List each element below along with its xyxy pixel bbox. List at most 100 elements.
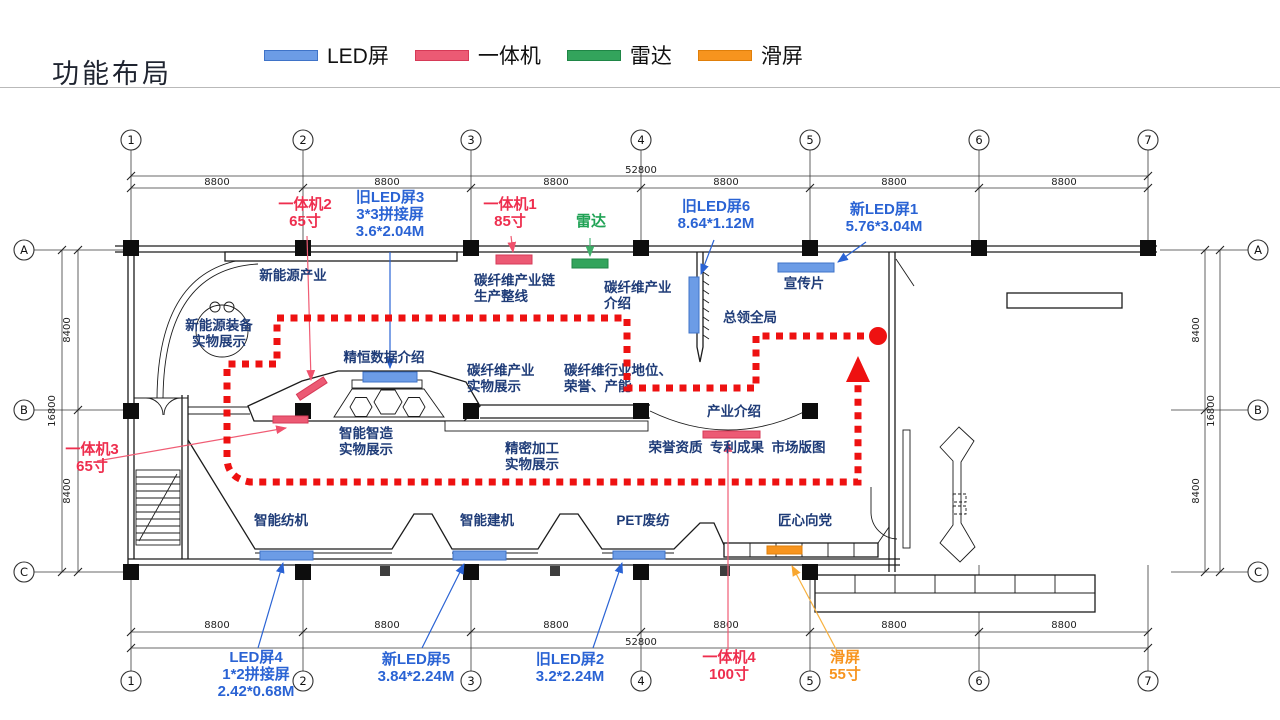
zone-carbon-fiber-status: 碳纤维行业地位、荣誉、产能	[564, 363, 672, 394]
jingheng-led-screen-bar	[362, 371, 418, 383]
grid-row-bubble: A	[1254, 243, 1262, 257]
stair-treads	[136, 473, 180, 542]
grid-col-bubble: 6	[975, 674, 982, 688]
reception-detail	[952, 493, 967, 503]
old-led2-screen-bar	[612, 550, 666, 560]
dim-label: 8800	[1051, 620, 1076, 631]
new-led1-screen-bar	[777, 262, 835, 273]
zone-new-energy: 新能源产业	[259, 268, 327, 283]
round-display-detail	[209, 301, 221, 313]
zone-overview: 总领全局	[723, 310, 777, 325]
led-swatch-icon	[264, 49, 318, 61]
dim-label-side: 8400	[62, 478, 73, 503]
grid-col-bubble: 6	[975, 133, 982, 147]
partition-hatches	[702, 271, 710, 340]
grid-col-bubble: 4	[637, 133, 644, 147]
zone-carbon-fiber-intro: 碳纤维产业介绍	[604, 280, 672, 311]
legend-label: 雷达	[629, 45, 672, 68]
corner-diagonal	[895, 258, 915, 287]
dimension-ticks	[57, 171, 1225, 653]
zone-smart-construction: 智能建机	[460, 513, 514, 528]
grid-col-bubble: 7	[1144, 674, 1151, 688]
new-led5-screen-bar	[452, 550, 507, 561]
page-title: 功能布局	[52, 59, 172, 89]
precision-counter	[444, 420, 649, 432]
one-machine4-bar	[702, 430, 761, 439]
outside-sign-board	[1006, 292, 1123, 309]
dim-label: 8800	[204, 177, 229, 188]
new-led1-leader	[837, 241, 867, 263]
old-led2-leader	[592, 561, 623, 649]
entrance-vestibule	[814, 574, 1096, 613]
zone-smart-textile: 智能纺机	[254, 513, 308, 528]
row-b-wall	[480, 404, 650, 419]
reception-desk	[939, 426, 976, 563]
stair-shaft-wall	[181, 395, 189, 559]
old-led6-screen-bar	[688, 276, 700, 334]
grid-col-bubble: 5	[806, 133, 813, 147]
row-b-left-wall	[188, 406, 250, 415]
radar-swatch-icon	[566, 49, 621, 61]
slide-leader	[791, 565, 838, 652]
dim-label: 8800	[543, 620, 568, 631]
right-screen-wall	[902, 429, 911, 549]
dim-label-side-total: 16800	[47, 395, 58, 427]
round-display-detail	[223, 301, 235, 313]
one-machine1-leader	[507, 235, 517, 254]
legend-item-one: 一体机	[414, 40, 541, 70]
zone-carbon-fiber-real: 碳纤维产业实物展示	[467, 363, 535, 394]
zone-jingheng-data: 精恒数据介绍	[343, 350, 425, 365]
legend-item-slide: 滑屏	[697, 40, 803, 70]
dim-label: 8800	[1051, 177, 1076, 188]
grid-row-bubble: B	[1254, 403, 1262, 417]
dimension-lines	[61, 175, 1221, 649]
zone-new-energy-equipment: 新能源装备实物展示	[185, 318, 253, 349]
grid-row-bubble: C	[1254, 565, 1262, 579]
grid-col-bubble: 1	[127, 133, 134, 147]
dim-label: 8800	[204, 620, 229, 631]
grid-col-bubble: 7	[1144, 133, 1151, 147]
led4-screen-bar	[259, 550, 314, 561]
display-bays-wall	[187, 439, 725, 550]
zone-smart-manufacturing: 智能智造实物展示	[339, 426, 393, 457]
dim-label-side: 8400	[62, 317, 73, 342]
legend-label: 一体机	[477, 45, 541, 68]
double-door	[134, 397, 188, 416]
led4-leader	[257, 561, 285, 649]
one-machine-swatch-icon	[414, 49, 469, 61]
grid-col-bubble: 4	[637, 674, 644, 688]
slide-screen-swatch-icon	[697, 49, 752, 61]
old-led6-leader	[700, 239, 715, 276]
zone-carbon-fiber-chain: 碳纤维产业链生产整线	[474, 273, 555, 304]
dim-label: 8800	[543, 177, 568, 188]
legend-item-radar: 雷达	[566, 40, 672, 70]
dim-label: 8800	[881, 620, 906, 631]
dim-label-side: 8400	[1191, 478, 1202, 503]
vestibule-cells	[815, 575, 1095, 594]
legend-label: LED屏	[327, 45, 389, 68]
top-display-counter	[224, 251, 458, 262]
grid-row-bubble: C	[20, 565, 28, 579]
dim-label-side-total: 16800	[1206, 395, 1217, 427]
grid-col-bubble: 2	[299, 674, 306, 688]
dim-label: 8800	[713, 177, 738, 188]
legend-label: 滑屏	[760, 45, 803, 68]
zone-industry-intro: 产业介绍	[707, 404, 761, 419]
title-underline	[0, 87, 1280, 88]
grid-col-bubble: 1	[127, 674, 134, 688]
radar-bar	[571, 258, 609, 269]
reception-detail	[952, 505, 967, 515]
zone-juxin-party: 匠心向党	[778, 513, 832, 528]
dim-label: 8800	[374, 177, 399, 188]
